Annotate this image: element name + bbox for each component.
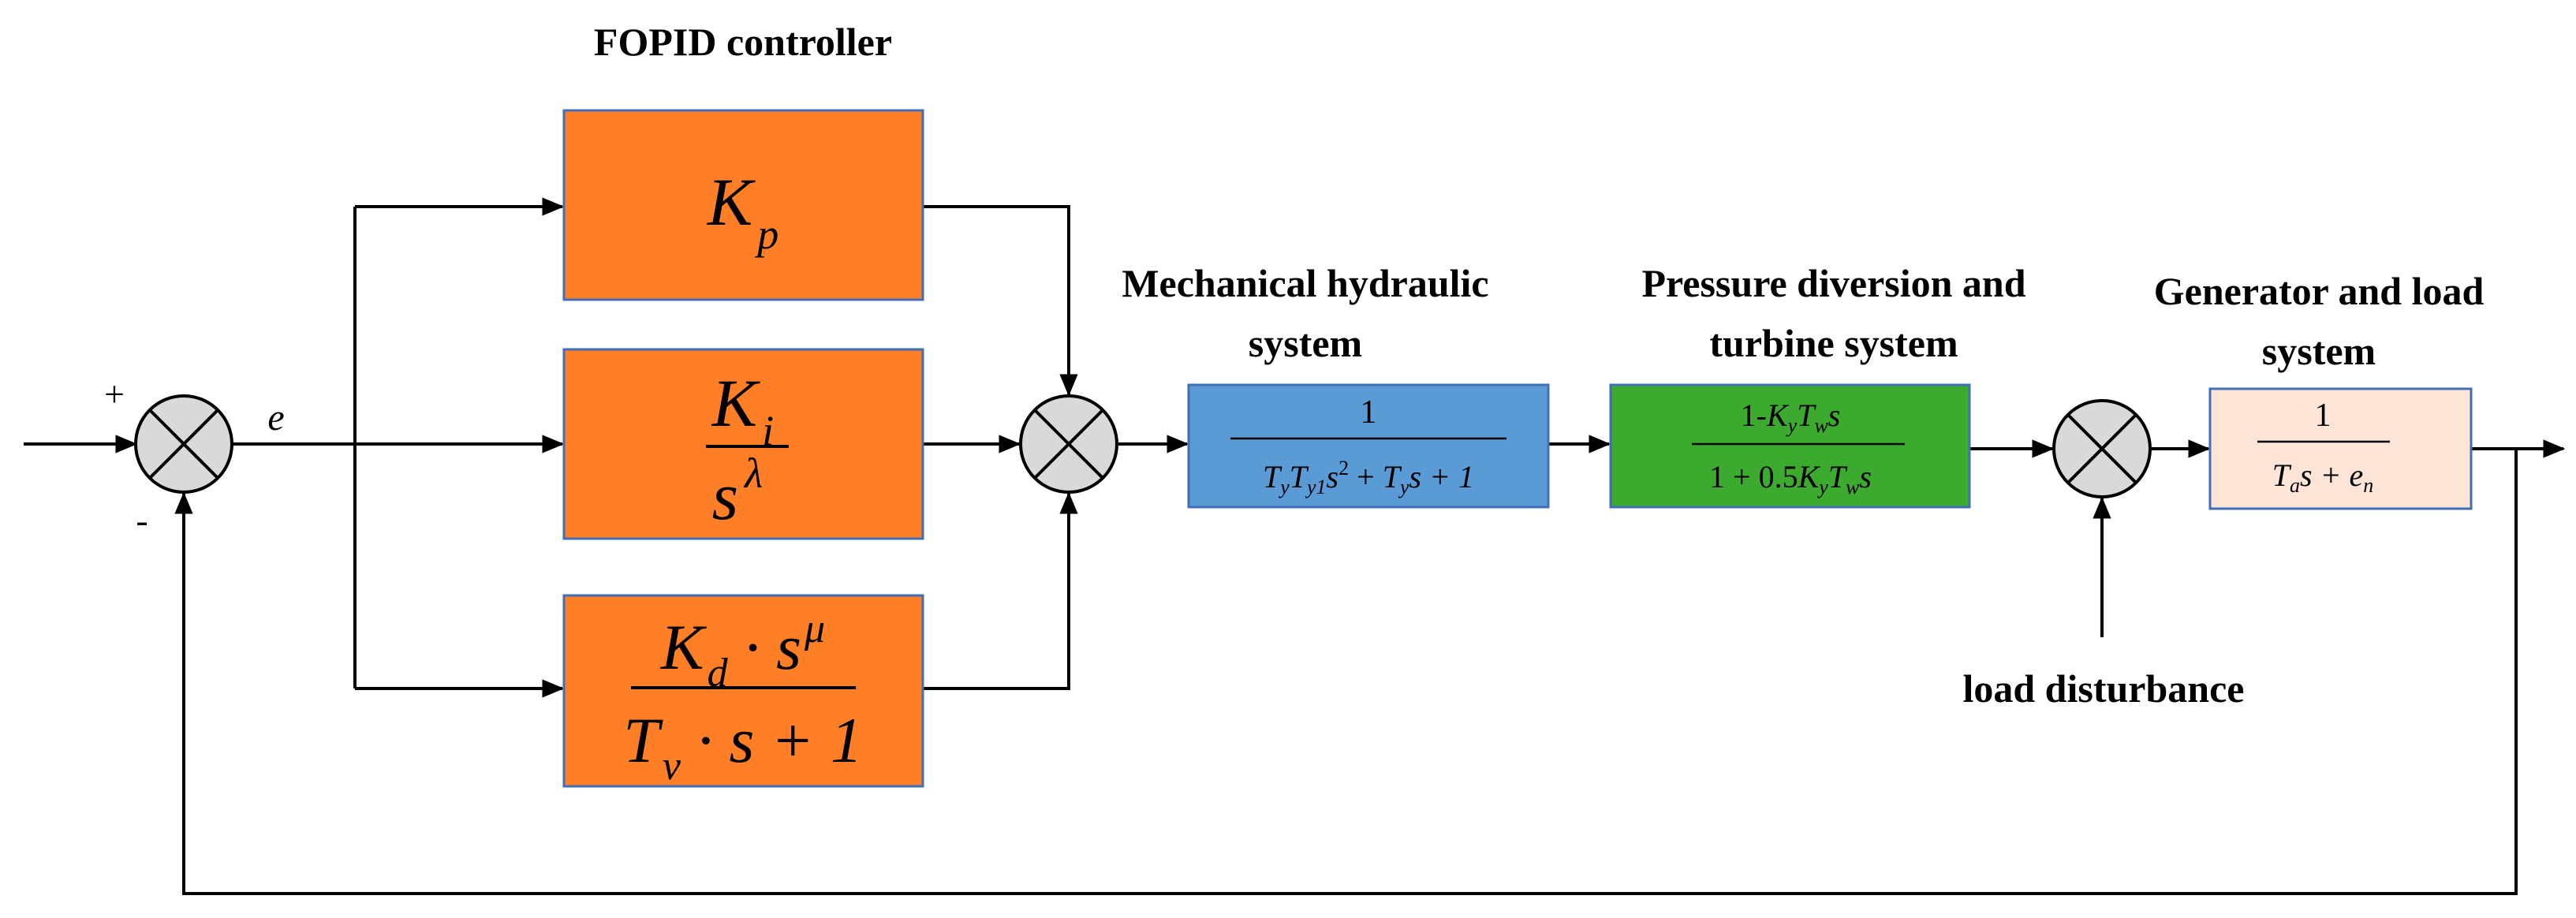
plus-sign: + — [104, 374, 125, 414]
kd-num-exponent: μ — [804, 606, 825, 651]
load-disturbance-label: load disturbance — [1962, 666, 2244, 711]
ki-num-subscript: i — [762, 407, 774, 454]
gen-title-line2: system — [2262, 329, 2376, 373]
summing-junction-disturbance — [2052, 399, 2152, 498]
gen-block-rect — [2208, 387, 2473, 510]
kd-den-rest: · s + 1 — [681, 704, 863, 776]
kd-block: Kd · sμ Tv · s + 1 — [562, 594, 924, 789]
ki-num-symbol: K — [711, 365, 761, 441]
press-title-line2: turbine system — [1709, 321, 1958, 365]
kd-num-symbol: K — [660, 611, 707, 683]
feedback-line — [174, 449, 2518, 895]
svg-text:1-KyTws: 1-KyTws — [1741, 397, 1841, 437]
kd-num-rest: · s — [728, 611, 801, 683]
svg-text:Tas + en: Tas + en — [2272, 457, 2374, 497]
press-block: 1-KyTws 1 + 0.5KyTws — [1609, 383, 1971, 509]
mech-numerator: 1 — [1361, 394, 1377, 431]
mech-title-line1: Mechanical hydraulic — [1122, 261, 1488, 305]
svg-text:Kd · sμ: Kd · sμ — [660, 606, 825, 696]
svg-text:Kp: Kp — [706, 164, 778, 258]
kp-block-rect — [562, 109, 924, 301]
gen-title-line1: Generator and load — [2154, 269, 2485, 313]
press-title-line1: Pressure diversion and — [1641, 261, 2025, 305]
kd-den-symbol: T — [623, 704, 663, 776]
kd-den-subscript: v — [663, 744, 681, 789]
ki-den-symbol: s — [712, 458, 738, 534]
controller-title: FOPID controller — [594, 20, 892, 64]
summing-junction-controller — [1019, 394, 1118, 494]
mech-block: 1 TyTy1s2 + Tys + 1 — [1187, 383, 1550, 509]
svg-text:Ki: Ki — [711, 365, 774, 454]
svg-text:TyTy1s2 + Tys + 1: TyTy1s2 + Tys + 1 — [1263, 457, 1474, 498]
kp-symbol: K — [706, 164, 756, 240]
mech-block-rect — [1187, 383, 1550, 509]
kd-block-rect — [562, 594, 924, 788]
svg-text:sλ: sλ — [712, 450, 763, 534]
kd-to-sum — [923, 491, 1078, 690]
svg-text:Tv · s + 1: Tv · s + 1 — [623, 704, 862, 789]
summing-junction-input — [134, 394, 233, 494]
gen-block: 1 Tas + en — [2208, 387, 2473, 510]
ki-block-rect — [562, 348, 924, 540]
minus-sign: - — [136, 500, 147, 540]
ki-den-exponent: λ — [743, 450, 763, 497]
error-signal-label: e — [267, 397, 284, 438]
press-block-rect — [1609, 383, 1971, 509]
gen-numerator: 1 — [2315, 397, 2331, 434]
mech-title-line2: system — [1249, 321, 1362, 365]
svg-text:1 + 0.5KyTws: 1 + 0.5KyTws — [1709, 459, 1872, 498]
kp-to-sum — [923, 205, 1078, 397]
kp-subscript: p — [754, 211, 778, 258]
